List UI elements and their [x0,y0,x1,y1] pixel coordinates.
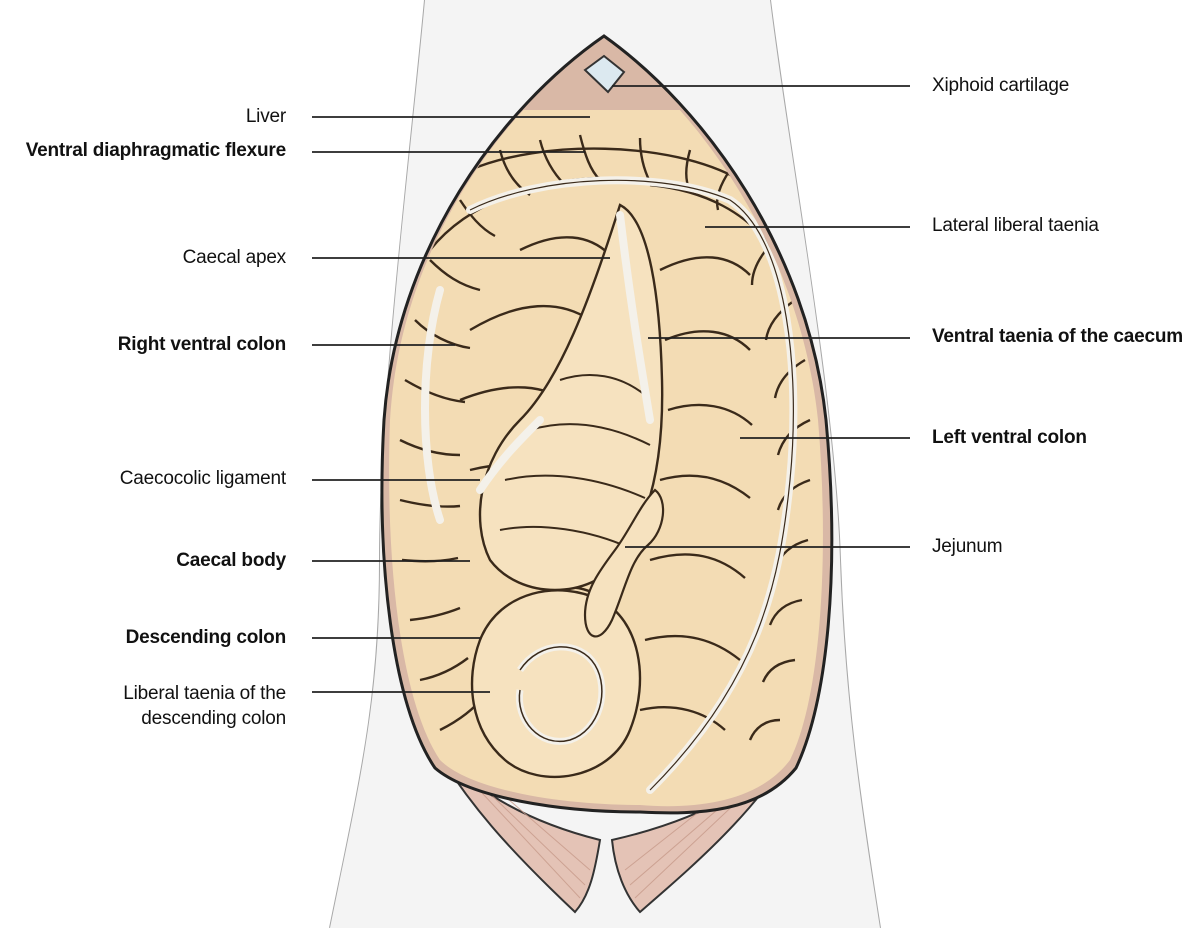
label-descending-colon: Descending colon [126,627,286,649]
label-right-ventral-colon: Right ventral colon [118,334,286,356]
label-liver: Liver [246,106,286,128]
label-jejunum: Jejunum [932,536,1002,558]
label-caecocolic-ligament: Caecocolic ligament [120,468,286,490]
label-ventral-diaphragmatic-flexure: Ventral diaphragmatic flexure [26,140,286,162]
label-ventral-taenia-caecum: Ventral taenia of the caecum [932,326,1183,348]
label-caecal-apex: Caecal apex [183,247,286,269]
label-caecal-body: Caecal body [176,550,286,572]
label-lateral-liberal-taenia: Lateral liberal taenia [932,215,1099,237]
label-left-ventral-colon: Left ventral colon [932,427,1087,449]
label-liberal-taenia-descending-colon: Liberal taenia of the descending colon [123,681,286,731]
descending-colon-coil [472,590,640,777]
label-xiphoid-cartilage: Xiphoid cartilage [932,75,1069,97]
